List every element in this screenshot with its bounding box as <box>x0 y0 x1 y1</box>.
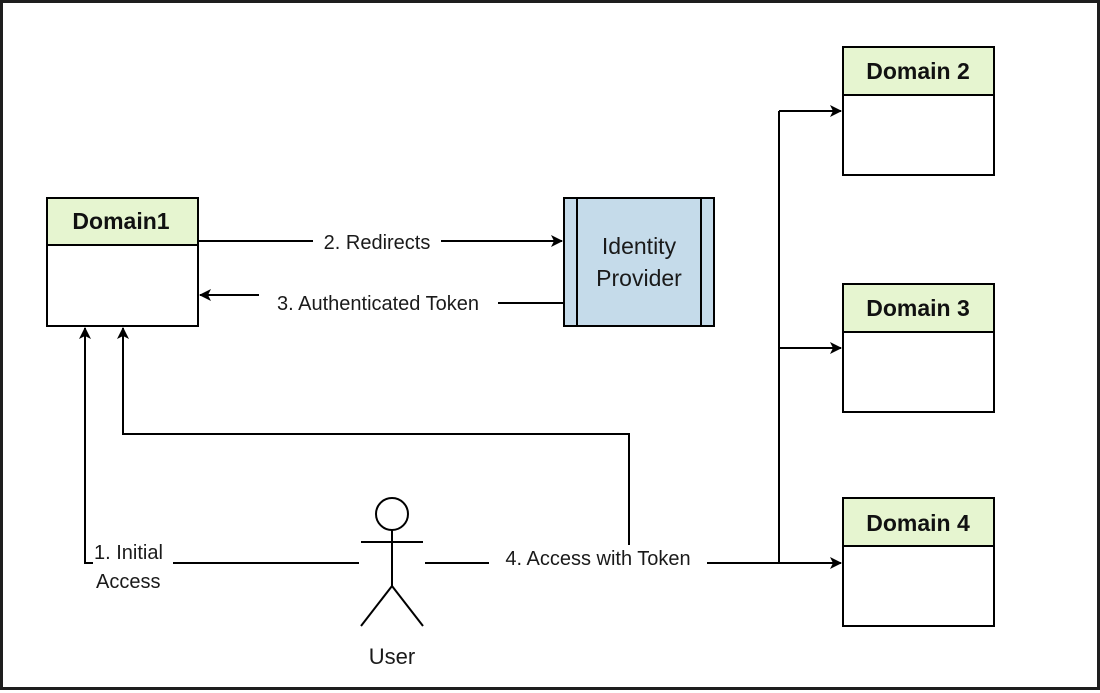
user-head <box>375 497 409 531</box>
domain4-box: Domain 4 <box>842 497 995 627</box>
user-left-leg <box>360 585 393 627</box>
idp-outer <box>563 197 715 327</box>
domain4-header <box>842 497 995 547</box>
edge-token-domain1-line <box>117 327 630 545</box>
domain3-title: Domain 3 <box>866 295 970 321</box>
edge-initial-line-b <box>79 327 93 564</box>
edge-initial-access: 1. Initial Access <box>79 327 359 593</box>
domain2-header <box>842 46 995 96</box>
user-right-leg <box>391 585 424 627</box>
idp-label-line1: Identity <box>602 233 677 259</box>
edge-redirects-label: 2. Redirects <box>324 232 431 254</box>
edge-access-with-token: 4. Access with Token <box>425 105 842 570</box>
edge-initial-label-line2: Access <box>96 571 160 593</box>
domain1-box: Domain1 <box>46 197 199 327</box>
edge-redirects: 2. Redirects <box>198 232 563 254</box>
domain4-title: Domain 4 <box>866 510 970 536</box>
identity-provider-box: Identity Provider <box>563 197 715 327</box>
edge-access-label: 4. Access with Token <box>505 548 690 570</box>
domain3-header <box>842 283 995 333</box>
domain1-title: Domain1 <box>72 208 169 234</box>
domain3-box: Domain 3 <box>842 283 995 413</box>
idp-label-line2: Provider <box>596 265 682 291</box>
domain1-header <box>46 197 199 246</box>
diagram-svg: Domain1 Domain 2 Domain 3 Domain 4 Ident… <box>46 46 995 669</box>
user-actor: User <box>360 497 424 669</box>
edge-initial-label-line1: 1. Initial <box>94 542 163 564</box>
domain2-title: Domain 2 <box>866 58 970 84</box>
edge-authenticated-token: 3. Authenticated Token <box>199 289 564 315</box>
domain2-box: Domain 2 <box>842 46 995 176</box>
edge-auth-label: 3. Authenticated Token <box>277 293 479 315</box>
user-label: User <box>369 644 415 669</box>
edge-token-to-domain1 <box>117 327 630 545</box>
